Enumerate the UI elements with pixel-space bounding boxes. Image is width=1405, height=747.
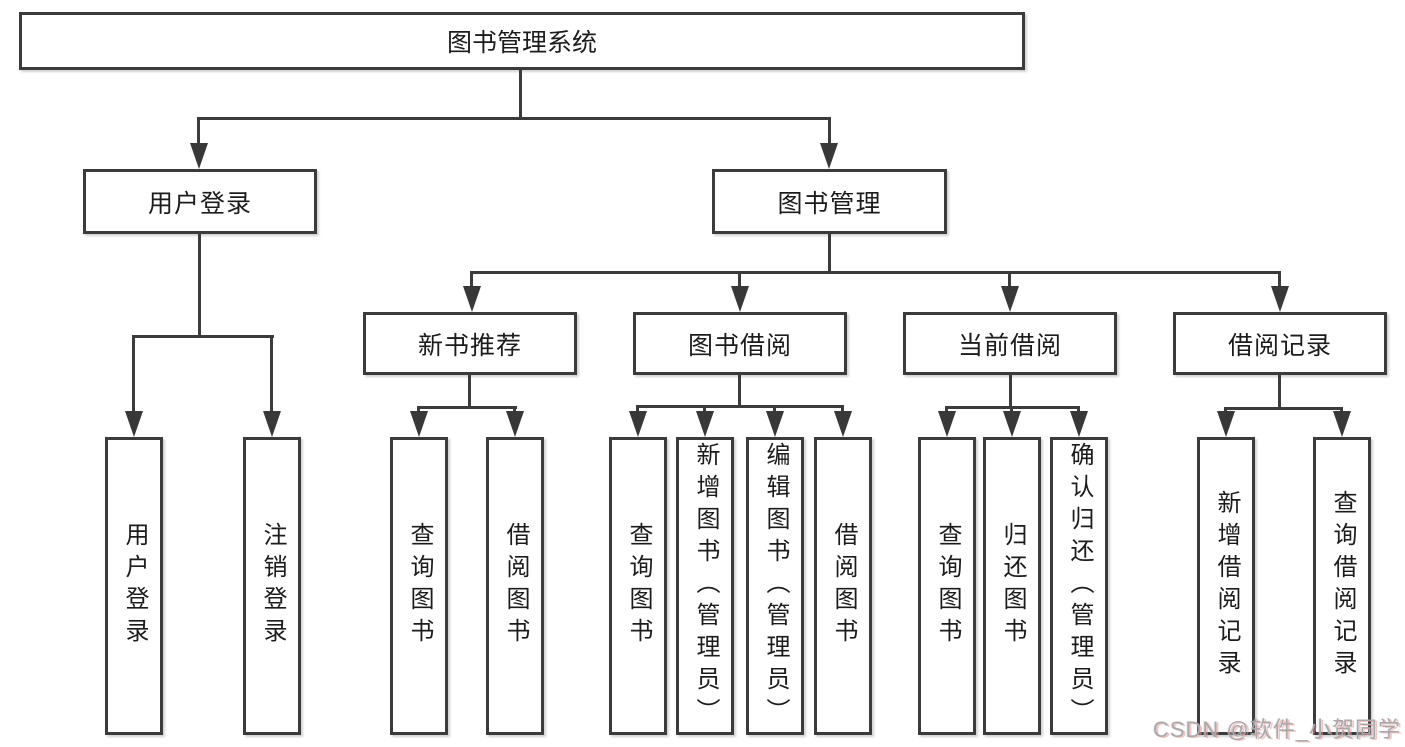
connector-shaft: [270, 335, 273, 415]
connector-shaft: [1278, 271, 1281, 289]
connector-records-stem: [1278, 375, 1281, 409]
leaf-label: 查询图书: [406, 522, 433, 650]
connector-book-management-rail: [470, 271, 1281, 274]
leaf-add-borrow-record: 新增借阅记录: [1197, 437, 1255, 735]
arrowhead-down: [696, 411, 714, 437]
leaf-label: 借阅图书: [830, 522, 857, 650]
connector-shaft: [703, 405, 706, 414]
leaf-add-books-admin: 新增图书（管理员）: [676, 437, 734, 735]
connector-user-login-stem: [198, 234, 201, 338]
leaf-borrow-books: 借阅图书: [814, 437, 872, 735]
leaf-query-books-borrow: 查询图书: [609, 437, 667, 735]
node-user-login: 用户登录: [83, 169, 317, 234]
connector-shaft: [828, 117, 831, 146]
node-book-management: 图书管理: [712, 169, 947, 234]
node-book-borrowing-label: 图书借阅: [687, 331, 792, 360]
node-root: 图书管理系统: [19, 12, 1025, 70]
connector-shaft: [132, 335, 135, 415]
leaf-user-login: 用户登录: [105, 437, 163, 735]
watermark: CSDN @软件_小贺同学: [1152, 717, 1401, 742]
leaf-label: 新增图书（管理员）: [692, 442, 719, 730]
node-user-login-label: 用户登录: [147, 189, 252, 218]
leaf-query-borrow-record: 查询借阅记录: [1313, 437, 1371, 735]
leaf-query-books-recommend: 查询图书: [390, 437, 448, 735]
arrowhead-down: [766, 411, 784, 437]
arrowhead-down: [1271, 286, 1289, 312]
connector-user-login-rail: [132, 335, 274, 338]
arrowhead-down: [1333, 411, 1351, 437]
leaf-edit-books-admin: 编辑图书（管理员）: [746, 437, 804, 735]
node-new-book-recommendation: 新书推荐: [363, 312, 577, 375]
node-new-book-recommendation-label: 新书推荐: [417, 331, 522, 360]
leaf-label: 查询图书: [934, 522, 961, 650]
connector-shaft: [1010, 406, 1013, 414]
connector-shaft: [738, 271, 741, 289]
connector-shaft: [636, 405, 639, 414]
connector-shaft: [1008, 271, 1011, 289]
leaf-borrow-books-recommend: 借阅图书: [486, 437, 544, 735]
connector-borrowing-rail: [636, 405, 844, 408]
node-borrowing-records: 借阅记录: [1173, 312, 1387, 375]
connector-borrowing-stem: [738, 375, 741, 407]
connector-shaft: [470, 271, 473, 289]
arrowhead-down: [1070, 411, 1088, 437]
leaf-confirm-return-admin: 确认归还（管理员）: [1050, 437, 1108, 735]
connector-shaft: [1077, 406, 1080, 414]
node-current-borrowing: 当前借阅: [903, 312, 1117, 375]
leaf-label: 查询图书: [625, 522, 652, 650]
connector-shaft: [513, 406, 516, 414]
leaf-label: 用户登录: [121, 522, 148, 650]
arrowhead-down: [834, 411, 852, 437]
connector-shaft: [1340, 407, 1343, 414]
leaf-logout: 注销登录: [243, 437, 301, 735]
arrowhead-down: [190, 143, 208, 169]
leaf-label: 查询借阅记录: [1329, 490, 1356, 682]
connector-book-management-stem: [828, 234, 831, 274]
node-current-borrowing-label: 当前借阅: [957, 331, 1062, 360]
connector-shaft: [1224, 407, 1227, 414]
arrowhead-down: [1217, 411, 1235, 437]
arrowhead-down: [463, 286, 481, 312]
leaf-label: 编辑图书（管理员）: [762, 442, 789, 730]
connector-current-stem: [1009, 375, 1012, 408]
leaf-query-books-current: 查询图书: [918, 437, 976, 735]
leaf-label: 确认归还（管理员）: [1066, 442, 1093, 730]
arrowhead-down: [938, 411, 956, 437]
leaf-label: 归还图书: [999, 522, 1026, 650]
connector-root-stem: [519, 70, 522, 117]
node-borrowing-records-label: 借阅记录: [1227, 331, 1332, 360]
connector-shaft: [945, 406, 948, 414]
leaf-label: 借阅图书: [502, 522, 529, 650]
arrowhead-down: [1001, 286, 1019, 312]
arrowhead-down: [263, 411, 281, 437]
connector-records-rail: [1224, 407, 1343, 410]
leaf-label: 新增借阅记录: [1213, 490, 1240, 682]
connector-shaft: [197, 117, 200, 146]
leaf-return-books: 归还图书: [983, 437, 1041, 735]
arrowhead-down: [410, 411, 428, 437]
leaf-label: 注销登录: [259, 522, 286, 650]
arrowhead-down: [731, 286, 749, 312]
arrowhead-down: [629, 411, 647, 437]
arrowhead-down: [820, 143, 838, 169]
connector-root-rail: [197, 117, 831, 120]
arrowhead-down: [1003, 411, 1021, 437]
connector-shaft: [417, 406, 420, 414]
node-book-management-label: 图书管理: [777, 189, 882, 218]
node-root-label: 图书管理系统: [446, 29, 597, 57]
connector-recommendation-rail: [417, 406, 517, 409]
arrowhead-down: [506, 411, 524, 437]
node-book-borrowing: 图书借阅: [633, 312, 847, 375]
arrowhead-down: [125, 411, 143, 437]
connector-shaft: [773, 405, 776, 414]
connector-shaft: [841, 405, 844, 414]
connector-recommendation-stem: [468, 375, 471, 408]
